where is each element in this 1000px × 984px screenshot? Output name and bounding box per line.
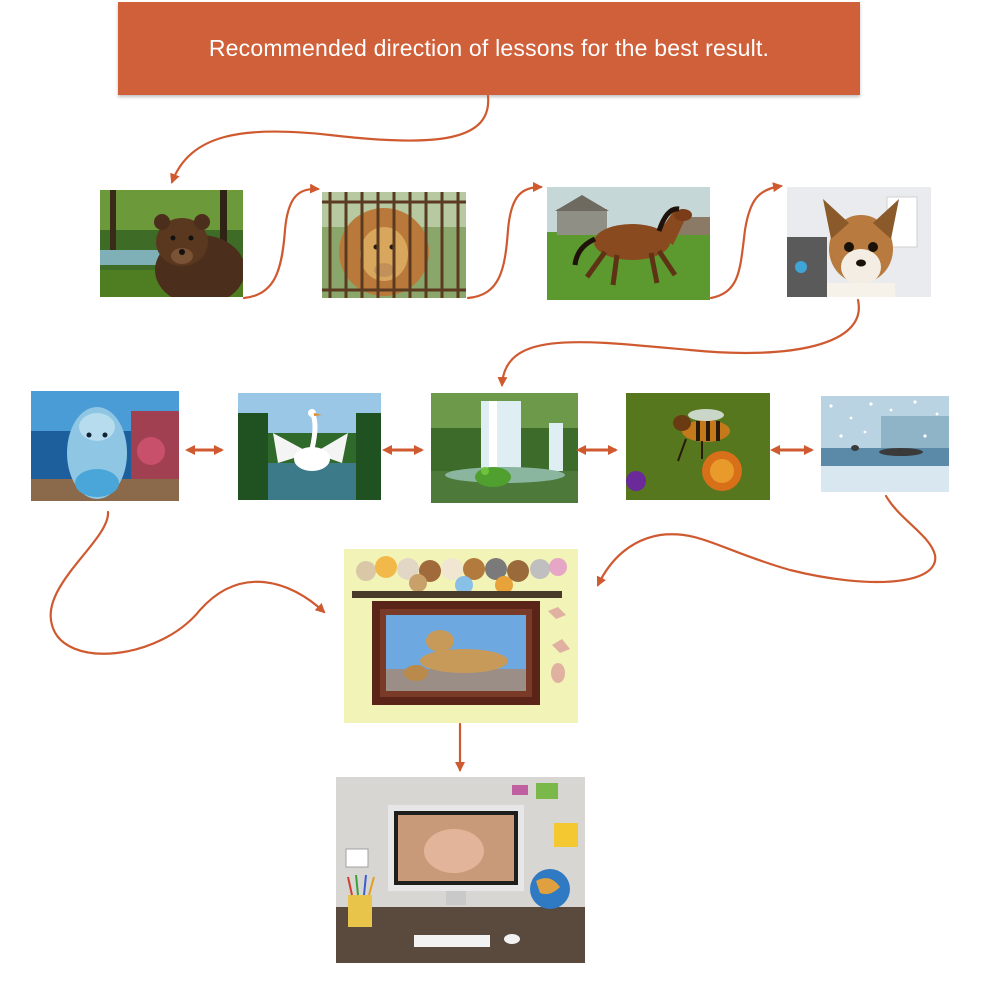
lesson-bee-image[interactable]	[626, 393, 770, 500]
lesson-lion-image[interactable]	[322, 192, 466, 298]
title-banner: Recommended direction of lessons for the…	[118, 2, 860, 95]
arrow-dolphin-to-summary	[49, 510, 326, 655]
lesson-bear-image[interactable]	[100, 190, 243, 297]
arrow-seal-to-summary	[596, 494, 937, 587]
lesson-frog-waterfall-image[interactable]	[431, 393, 578, 503]
arrow-dog-to-frog	[497, 298, 860, 387]
lesson-summary-frame-image[interactable]	[344, 549, 578, 723]
lesson-dolphin-image[interactable]	[31, 391, 179, 501]
arrow-banner-to-bear	[170, 94, 490, 184]
arrow-horse-to-dog	[709, 182, 783, 300]
arrow-lion-to-horse	[466, 182, 543, 300]
lesson-swan-image[interactable]	[238, 393, 381, 500]
arrow-bear-to-lion	[242, 183, 320, 300]
lesson-dog-image[interactable]	[787, 187, 931, 297]
lesson-seal-snow-image[interactable]	[821, 396, 949, 492]
lesson-horse-image[interactable]	[547, 187, 710, 300]
banner-title: Recommended direction of lessons for the…	[208, 35, 770, 61]
lesson-final-desk-image[interactable]	[336, 777, 585, 963]
